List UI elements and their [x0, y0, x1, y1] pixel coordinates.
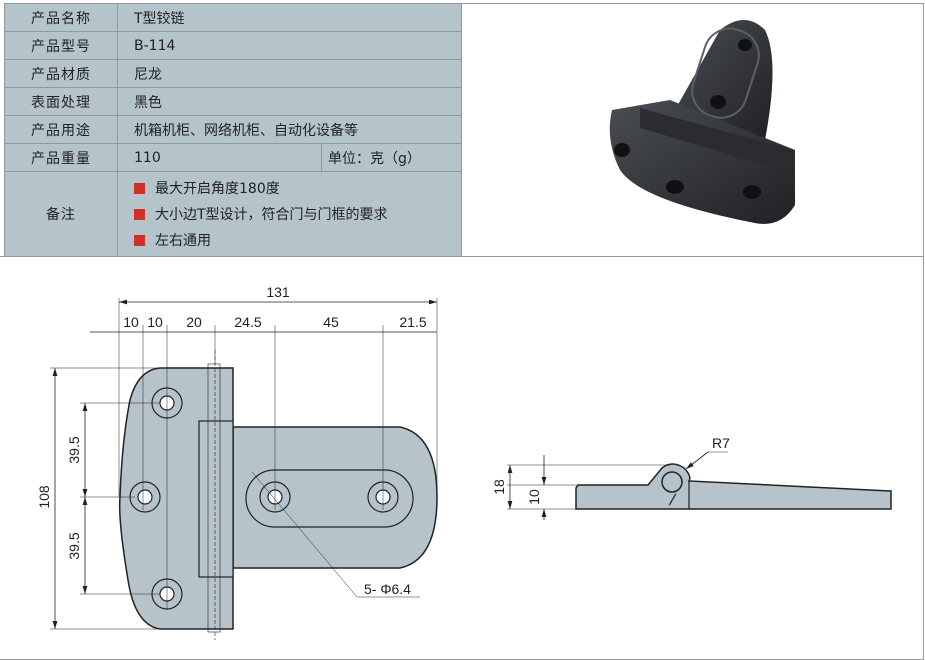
divider [462, 3, 924, 4]
notes-cell: 最大开启角度180度 大小边T型设计，符合门与门框的要求 左右通用 [117, 171, 462, 257]
note-text: 左右通用 [155, 233, 211, 249]
bullet-square-icon [134, 182, 145, 194]
table-row: 产品材质尼龙 [4, 59, 462, 88]
note-text: 最大开启角度180度 [155, 181, 280, 197]
dim-side-height: 18 [491, 479, 507, 495]
row-value: 110 [117, 143, 322, 172]
row-label: 产品型号 [4, 31, 118, 60]
table-row: 产品用途机箱机柜、网络机柜、自动化设备等 [4, 115, 462, 144]
screw-hole [614, 143, 630, 157]
dim-label: 20 [186, 314, 202, 330]
dim-radius: R7 [712, 435, 730, 451]
dim-label: 10 [147, 314, 163, 330]
weight-unit: 单位：克（g） [321, 143, 462, 172]
front-view [50, 298, 438, 640]
row-label: 表面处理 [4, 87, 118, 116]
dim-height: 108 [36, 485, 52, 509]
note-item: 左右通用 [134, 227, 461, 253]
dim-overall-width: 131 [266, 284, 290, 300]
table-row: 备注 最大开启角度180度 大小边T型设计，符合门与门框的要求 左右通用 [4, 171, 462, 257]
divider [923, 3, 924, 256]
row-value: 尼龙 [117, 59, 462, 88]
dim-pitch-upper: 39.5 [66, 436, 82, 463]
side-view [507, 451, 892, 520]
row-label: 产品名称 [4, 3, 118, 32]
notes-label: 备注 [4, 171, 118, 257]
row-value: 机箱机柜、网络机柜、自动化设备等 [117, 115, 462, 144]
hinge-knuckle [640, 108, 792, 172]
screw-hole [666, 180, 684, 194]
row-label: 产品重量 [4, 143, 118, 172]
note-item: 最大开启角度180度 [134, 175, 461, 201]
dim-pitch-lower: 39.5 [66, 532, 82, 559]
screw-hole [710, 95, 726, 109]
bullet-square-icon [134, 208, 145, 220]
dim-label: 10 [123, 314, 139, 330]
dim-label: 21.5 [399, 314, 426, 330]
dim-label: 24.5 [234, 314, 261, 330]
row-label: 产品材质 [4, 59, 118, 88]
screw-hole [743, 185, 761, 199]
hole-callout: 5- Φ6.4 [364, 581, 411, 597]
bullet-square-icon [134, 234, 145, 246]
screw-hole [738, 39, 752, 51]
note-text: 大小边T型设计，符合门与门框的要求 [155, 207, 388, 223]
dim-label: 45 [323, 314, 339, 330]
table-row: 表面处理黑色 [4, 87, 462, 116]
slot-recess [691, 27, 760, 119]
dim-side-thickness: 10 [526, 489, 542, 505]
row-label: 产品用途 [4, 115, 118, 144]
note-item: 大小边T型设计，符合门与门框的要求 [134, 201, 461, 227]
product-photo [609, 20, 795, 224]
